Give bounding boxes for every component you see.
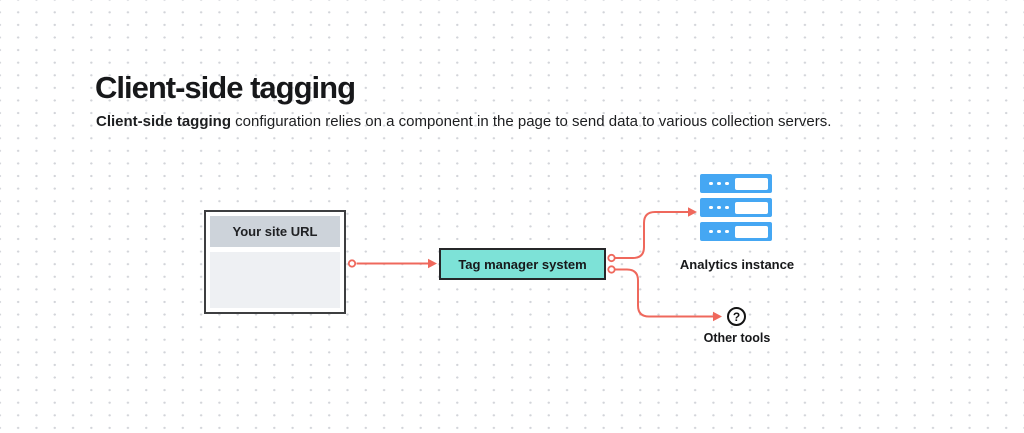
server-bar — [700, 222, 772, 241]
server-led-dot — [725, 181, 729, 186]
browser-window-node: Your site URL — [204, 210, 346, 314]
server-bar — [700, 174, 772, 193]
server-panel — [735, 201, 768, 214]
connector-tagmanager-to-othertools — [615, 268, 713, 318]
server-bar — [700, 198, 772, 217]
tag-manager-label: Tag manager system — [458, 256, 587, 272]
connector-origin-dot-browser — [347, 259, 357, 268]
server-led-dot — [717, 205, 721, 210]
arrowhead-to-tagmanager — [428, 258, 437, 269]
server-led-dot — [725, 205, 729, 210]
server-led-dot — [717, 229, 721, 234]
tag-manager-node: Tag manager system — [439, 248, 606, 280]
server-panel — [735, 225, 768, 238]
page-subtitle-bold: Client-side tagging — [96, 113, 231, 130]
server-stack-icon — [700, 174, 772, 241]
other-tools-label: Other tools — [703, 331, 771, 345]
server-led-dot — [709, 229, 713, 234]
arrowhead-to-analytics — [688, 207, 697, 217]
connector-origin-dot-othertools — [607, 265, 616, 274]
server-led-dot — [725, 229, 729, 234]
analytics-instance-label: Analytics instance — [679, 257, 795, 272]
page-subtitle-rest: configuration relies on a component in t… — [231, 113, 832, 130]
browser-titlebar: Your site URL — [210, 216, 340, 247]
question-mark-glyph: ? — [732, 309, 741, 324]
browser-content-area — [210, 252, 340, 308]
page-subtitle: Client-side tagging configuration relies… — [96, 113, 831, 130]
browser-titlebar-label: Your site URL — [232, 224, 318, 239]
page-title: Client-side tagging — [95, 70, 356, 105]
question-mark-icon: ? — [727, 307, 746, 326]
connector-tagmanager-to-analytics — [615, 211, 688, 259]
connector-origin-dot-analytics — [607, 253, 616, 263]
server-panel — [735, 177, 768, 190]
server-led-dot — [709, 181, 713, 186]
server-led-dot — [717, 181, 721, 186]
server-led-dot — [709, 205, 713, 210]
arrowhead-to-othertools — [713, 311, 722, 322]
